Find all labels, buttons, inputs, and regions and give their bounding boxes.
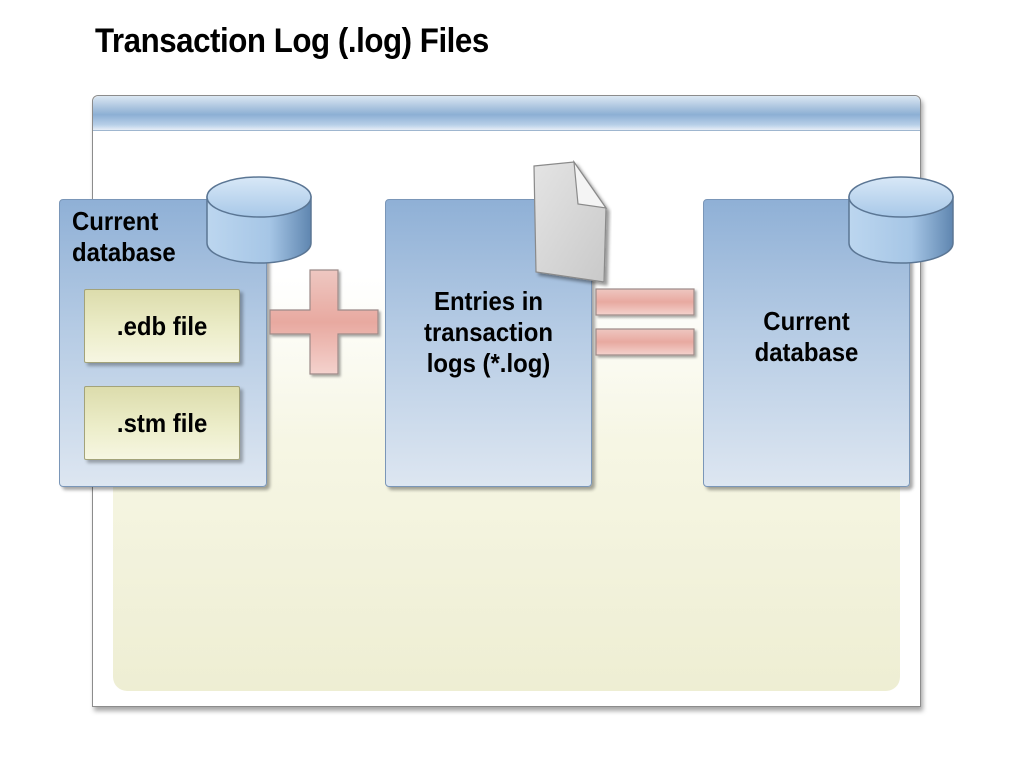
- left-box-label-line1: Current: [72, 206, 159, 236]
- equals-icon: [595, 288, 695, 356]
- edb-file-label: .edb file: [116, 310, 208, 341]
- edb-file-box: .edb file: [84, 289, 240, 363]
- right-box-label-line1: Current: [763, 306, 850, 336]
- left-box-label-line2: database: [72, 237, 176, 268]
- stm-file-box: .stm file: [84, 386, 240, 460]
- middle-box-label-line2: transaction: [424, 317, 553, 348]
- database-cylinder-icon: [848, 176, 954, 264]
- stm-file-label: .stm file: [116, 407, 208, 438]
- middle-box-label: Entries in transaction logs (*.log): [394, 286, 583, 380]
- middle-box-label-line3: logs (*.log): [426, 348, 551, 379]
- plus-icon: [269, 269, 379, 375]
- right-box-label-line2: database: [754, 337, 859, 368]
- slide-title: Transaction Log (.log) Files: [95, 22, 489, 60]
- database-cylinder-icon: [206, 176, 312, 264]
- left-box-label: Current database: [72, 206, 176, 268]
- middle-box-label-line1: Entries in: [433, 286, 543, 316]
- right-box-label: Current database: [712, 306, 901, 368]
- document-icon: [533, 160, 608, 283]
- panel-header-bar: [93, 96, 920, 131]
